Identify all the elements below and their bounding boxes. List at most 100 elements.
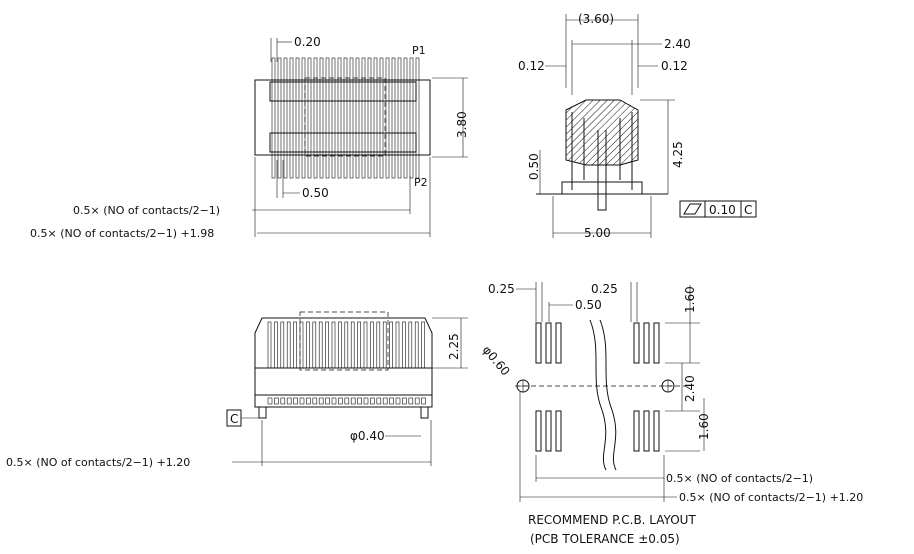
dim-pin-width: 0.20: [294, 35, 321, 49]
front-view-center-outline: [299, 311, 389, 371]
front-view-contact: [357, 321, 361, 369]
front-formula: 0.5× (NO of contacts/2−1) +1.20: [6, 456, 190, 469]
front-view-contact: [370, 321, 374, 369]
front-view-foot: [274, 397, 279, 405]
top-view-center-outline: [304, 77, 386, 157]
front-view-foot: [421, 397, 426, 405]
side-view-housing: [565, 99, 639, 166]
front-post-right: [420, 407, 429, 419]
front-view-contact: [421, 321, 425, 369]
front-post-left: [258, 407, 267, 419]
flatness-frame: [679, 200, 757, 218]
front-view-contact: [389, 321, 393, 369]
top-view-body: [254, 79, 431, 156]
top-view-pin: [289, 57, 294, 179]
top-view-pin: [409, 57, 414, 179]
side-view-base: [561, 181, 643, 195]
front-view-contact: [267, 321, 272, 369]
pcb-pad-top: [555, 322, 562, 364]
top-view-pin: [379, 57, 384, 179]
top-view-pin: [343, 57, 348, 179]
dim-side-base: 5.00: [584, 226, 611, 240]
dim-side-total-width: (3.60): [578, 12, 614, 26]
front-view-contact: [414, 321, 419, 369]
top-view-pin: [337, 57, 342, 179]
top-formula-2: 0.5× (NO of contacts/2−1) +1.98: [30, 227, 214, 240]
front-view-foot: [357, 397, 362, 405]
pcb-pad-top: [633, 322, 640, 364]
top-view-pins: [271, 57, 420, 179]
top-view-pin: [415, 57, 420, 179]
top-view-pin: [385, 57, 390, 179]
front-view-contact: [350, 321, 355, 369]
front-view-contact: [382, 321, 387, 369]
top-view-pin: [391, 57, 396, 179]
front-view-foot: [408, 397, 414, 405]
front-view-foot: [376, 397, 382, 405]
front-view-contact: [312, 321, 317, 369]
front-view-foot: [344, 397, 350, 405]
front-view-contact: [274, 321, 278, 369]
front-view-contact: [331, 321, 336, 369]
front-view-foot: [389, 397, 394, 405]
top-view-pin: [295, 57, 300, 179]
dim-side-standoff: 0.50: [527, 153, 541, 180]
pcb-caption-2: (PCB TOLERANCE ±0.05): [530, 532, 680, 546]
front-view-foot: [299, 397, 305, 405]
top-view-pin: [319, 57, 324, 179]
front-view-contact: [325, 321, 329, 369]
pcb-formula-2: 0.5× (NO of contacts/2−1) +1.20: [679, 491, 863, 504]
front-view-foot: [293, 397, 298, 405]
front-view-contact: [338, 321, 342, 369]
top-view-row-bottom: [269, 132, 417, 153]
label-p1: P1: [412, 44, 426, 57]
dim-side-height: 4.25: [671, 141, 685, 168]
top-view-pin: [325, 57, 330, 179]
top-view-pin: [277, 57, 282, 179]
side-view-contacts: [571, 112, 633, 195]
top-view-pin: [373, 57, 378, 179]
top-formula-1: 0.5× (NO of contacts/2−1): [73, 204, 220, 217]
front-view-contact: [344, 321, 349, 369]
dim-pcb-row-gap: 2.40: [683, 375, 697, 402]
front-view-contact: [280, 321, 285, 369]
top-view-pin: [331, 57, 336, 179]
datum-c-label: C: [230, 412, 238, 426]
top-view-pin: [397, 57, 402, 179]
front-view-foot: [338, 397, 343, 405]
top-view-pin: [271, 57, 276, 179]
top-view-pin: [349, 57, 354, 179]
pcb-pad-top: [545, 322, 552, 364]
front-view-foot: [325, 397, 330, 405]
top-view-row-top: [269, 81, 417, 102]
dim-top-pitch: 0.50: [302, 186, 329, 200]
pcb-pad-bottom: [555, 410, 562, 452]
front-view-foot: [395, 397, 401, 405]
front-view-contact: [286, 321, 291, 369]
pcb-pad-bottom: [633, 410, 640, 452]
side-view: (3.60) 2.40 0.12 0.12 4.25 0.50 5.00 0.1…: [518, 12, 757, 240]
pcb-pad-bottom: [535, 410, 542, 452]
pcb-pad-bottom: [653, 410, 660, 452]
front-view-foot: [318, 397, 324, 405]
flatness-icon: [683, 203, 702, 215]
pcb-pad-bottom: [643, 410, 650, 452]
front-view-contact: [293, 321, 297, 369]
front-view-foot: [286, 397, 292, 405]
pcb-pad-top: [535, 322, 542, 364]
pcb-layout: φ0.60 0.25 0.50 0.25 1.60 2.40 1.60 0.5×…: [480, 282, 863, 546]
dim-side-inner: 2.40: [664, 37, 691, 51]
break-line-1: [589, 319, 607, 471]
front-view-contact: [363, 321, 368, 369]
front-view-foot: [306, 397, 311, 405]
front-view: 2.25 C φ0.40 0.5× (NO of contacts/2−1) +…: [6, 311, 468, 469]
front-view-foot: [267, 397, 273, 405]
front-view-foot: [312, 397, 318, 405]
top-view-pin: [355, 57, 360, 179]
front-view-contact: [395, 321, 400, 369]
top-view-pin: [367, 57, 372, 179]
front-view-base: [254, 394, 433, 408]
front-view-contact: [408, 321, 413, 369]
top-view: 0.20 P1 P2 3.80 0.50 0.5× (NO of contact…: [30, 35, 469, 240]
